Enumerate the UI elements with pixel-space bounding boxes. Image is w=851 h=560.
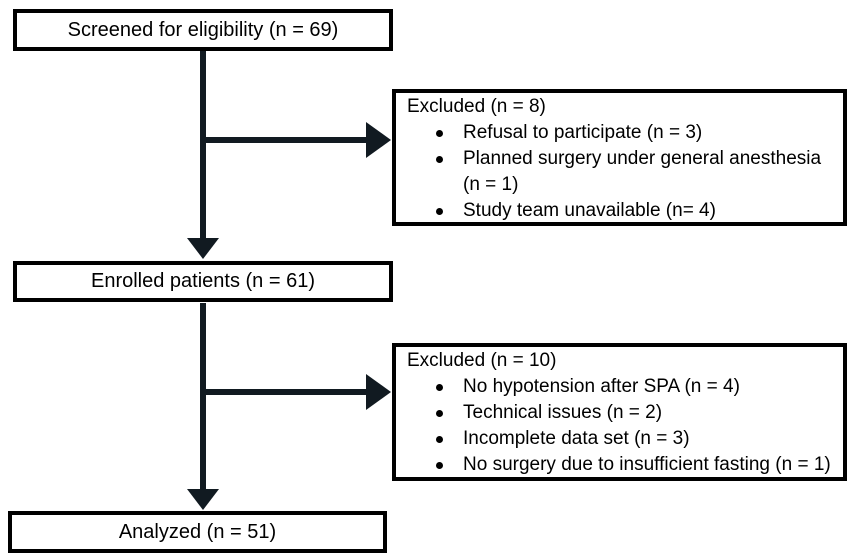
node-excluded-1: Excluded (n = 8) Refusal to participate …: [392, 89, 847, 226]
bullet-icon: [436, 130, 443, 137]
node-enrolled-label: Enrolled patients (n = 61): [90, 270, 316, 292]
list-item: Refusal to participate (n = 3): [407, 120, 837, 146]
list-item: No hypotension after SPA (n = 4): [407, 374, 837, 400]
bullet-icon: [436, 462, 443, 469]
node-enrolled: Enrolled patients (n = 61): [13, 261, 393, 302]
bullet-icon: [436, 436, 443, 443]
list-item: Incomplete data set (n = 3): [407, 426, 837, 452]
excluded-2-reason: Incomplete data set (n = 3): [463, 428, 690, 449]
list-item: Technical issues (n = 2): [407, 400, 837, 426]
arrow-right-icon: [366, 122, 391, 158]
excluded-1-reason: Planned surgery under general anesthesia…: [463, 148, 822, 195]
node-analyzed: Analyzed (n = 51): [8, 511, 387, 553]
arrow-screened-to-enrolled-shaft: [200, 51, 206, 238]
node-excluded-2-title: Excluded (n = 10): [407, 350, 557, 371]
bullet-icon: [436, 208, 443, 215]
bullet-icon: [436, 410, 443, 417]
excluded-2-reason: No surgery due to insufficient fasting (…: [463, 454, 831, 475]
list-item: No surgery due to insufficient fasting (…: [407, 452, 837, 478]
arrow-down-icon: [187, 238, 219, 259]
node-screened: Screened for eligibility (n = 69): [13, 9, 393, 51]
node-excluded-2: Excluded (n = 10) No hypotension after S…: [392, 343, 847, 481]
arrow-right-icon: [366, 374, 391, 410]
arrow-enrolled-to-excluded2-shaft: [203, 389, 373, 395]
list-item: Study team unavailable (n= 4): [407, 198, 837, 224]
excluded-2-reason: Technical issues (n = 2): [463, 402, 663, 423]
excluded-2-reason: No hypotension after SPA (n = 4): [463, 376, 740, 397]
bullet-icon: [436, 156, 443, 163]
node-excluded-1-title: Excluded (n = 8): [407, 96, 546, 117]
excluded-1-reason: Study team unavailable (n= 4): [463, 200, 716, 221]
arrow-enrolled-to-analyzed-shaft: [200, 303, 206, 489]
node-analyzed-label: Analyzed (n = 51): [118, 520, 277, 543]
excluded-1-reason: Refusal to participate (n = 3): [463, 122, 703, 143]
node-screened-label: Screened for eligibility (n = 69): [67, 18, 339, 41]
arrow-screened-to-excluded1-shaft: [203, 137, 373, 143]
bullet-icon: [436, 384, 443, 391]
arrow-down-icon: [187, 489, 219, 510]
list-item: Planned surgery under general anesthesia…: [407, 146, 837, 198]
